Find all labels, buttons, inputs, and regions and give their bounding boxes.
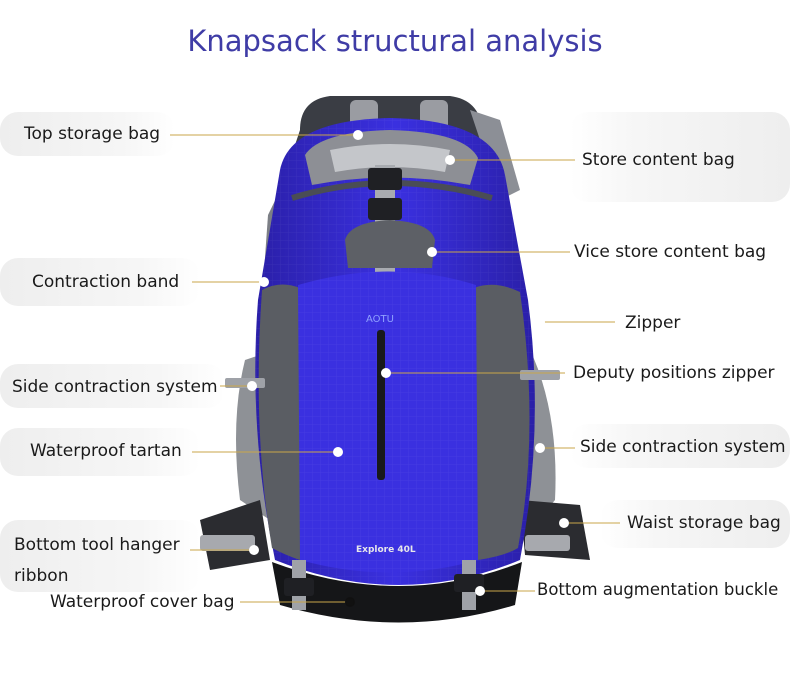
label-side-contraction-right: Side contraction system bbox=[580, 437, 786, 457]
label-waterproof-cover-bag: Waterproof cover bag bbox=[50, 592, 235, 612]
label-contraction-band: Contraction band bbox=[32, 272, 180, 292]
label-bg bbox=[0, 112, 175, 156]
label-bg bbox=[600, 500, 790, 548]
label-bg bbox=[0, 520, 200, 592]
label-bg bbox=[570, 424, 790, 468]
label-store-content-bag: Store content bag bbox=[582, 150, 735, 170]
label-zipper: Zipper bbox=[625, 313, 681, 333]
zipper-track bbox=[377, 330, 385, 480]
label-bottom-augmentation-buckle: Bottom augmentation buckle bbox=[537, 580, 779, 599]
label-vice-store-content-bag: Vice store content bag bbox=[574, 242, 767, 262]
label-bg bbox=[570, 112, 790, 202]
label-deputy-positions-zipper: Deputy positions zipper bbox=[573, 363, 775, 383]
label-bg bbox=[0, 364, 225, 408]
label-bottom-tool-hanger-ribbon: ribbon bbox=[14, 566, 69, 586]
label-top-storage-bag: Top storage bag bbox=[24, 124, 161, 144]
model-label: Explore 40L bbox=[356, 545, 416, 555]
leader-lines bbox=[170, 134, 620, 603]
brand-mark: AOTU bbox=[366, 314, 394, 325]
label-waist-storage-bag: Waist storage bag bbox=[627, 513, 781, 533]
label-bg bbox=[0, 258, 200, 306]
label-bottom-tool-hanger: Bottom tool hanger bbox=[14, 535, 180, 555]
label-waterproof-tartan: Waterproof tartan bbox=[30, 441, 182, 461]
label-side-contraction-left: Side contraction system bbox=[12, 377, 218, 397]
page-title: Knapsack structural analysis bbox=[187, 24, 603, 58]
label-bg bbox=[0, 428, 200, 476]
callout-dots bbox=[247, 130, 569, 607]
